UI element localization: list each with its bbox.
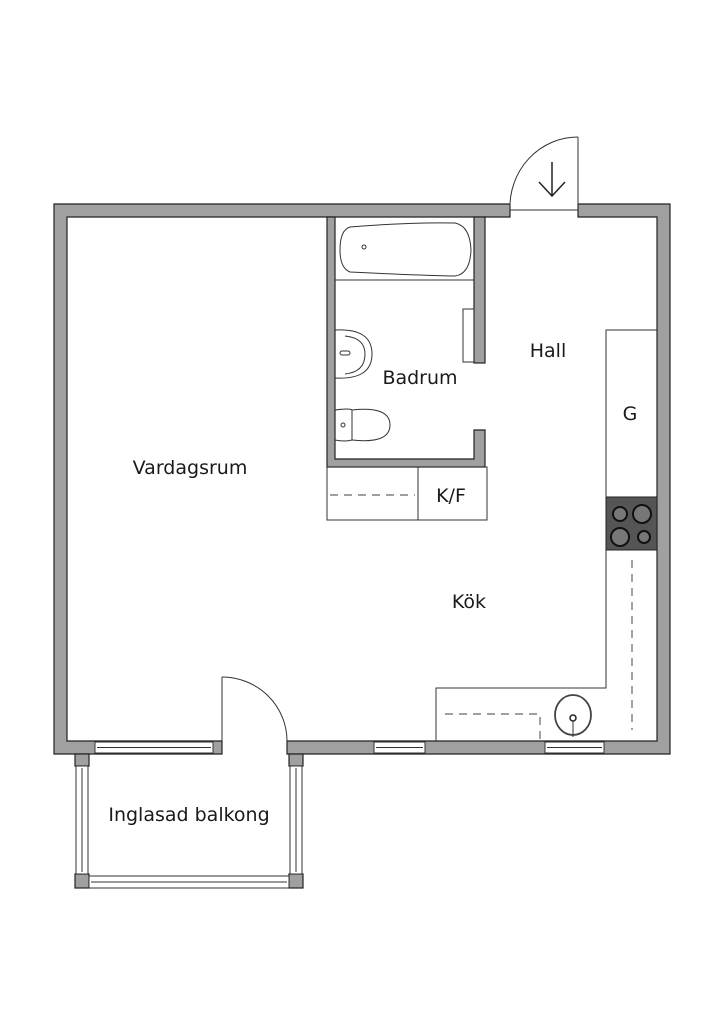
entry-arrow-icon <box>538 162 566 198</box>
room-label-balcony: Inglasad balkong <box>108 804 269 826</box>
fridge-label: K/F <box>436 485 466 507</box>
room-label-kitchen: Kök <box>452 591 486 613</box>
stove <box>605 496 658 551</box>
wardrobe-label: G <box>623 403 638 425</box>
room-label-living: Vardagsrum <box>133 457 248 479</box>
bathroom-walls <box>326 216 486 468</box>
radiator <box>462 308 475 363</box>
windows <box>94 741 605 754</box>
toilet <box>334 408 391 442</box>
balcony <box>74 753 304 889</box>
bathtub <box>335 222 474 281</box>
room-label-bath: Badrum <box>382 367 457 389</box>
fridge-unit <box>326 466 488 521</box>
washbasin <box>334 329 373 379</box>
entrance-door[interactable] <box>509 136 579 211</box>
kitchen-sink <box>554 694 592 737</box>
room-label-hall: Hall <box>530 340 567 362</box>
balcony-door[interactable] <box>221 676 288 742</box>
outer-walls <box>53 203 671 755</box>
